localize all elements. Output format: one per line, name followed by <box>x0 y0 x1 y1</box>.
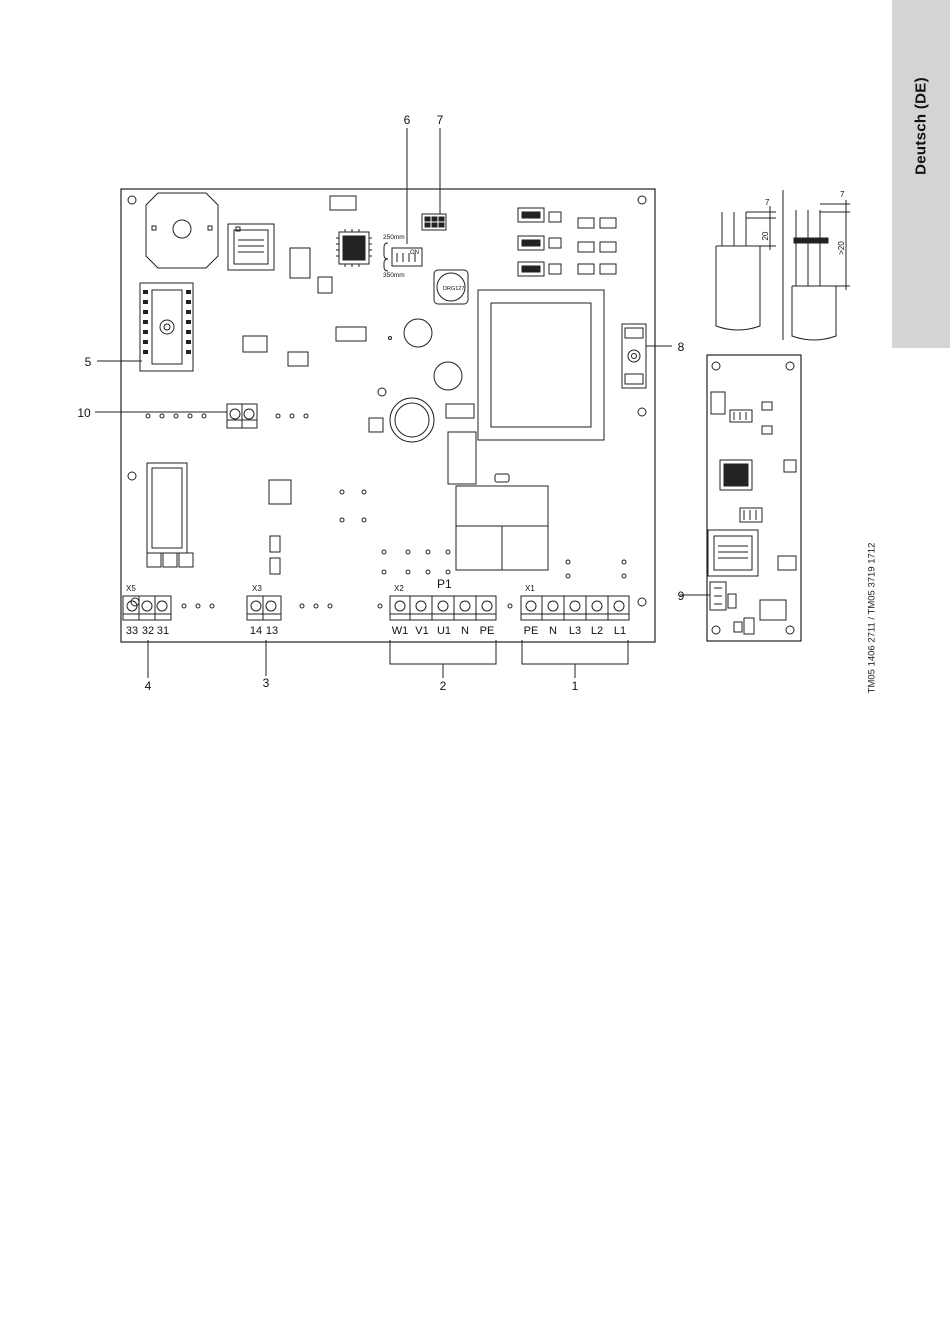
relay-module <box>140 283 193 371</box>
terminal-block-x3 <box>247 596 281 620</box>
expansion-module <box>680 355 801 641</box>
pin-label: L3 <box>569 625 581 637</box>
callout-3: 3 <box>263 676 270 690</box>
pin-label: W1 <box>392 625 409 637</box>
pin-label: V1 <box>415 625 428 637</box>
connector-8 <box>622 324 646 388</box>
wire-strip-detail <box>716 190 850 340</box>
callout-6: 6 <box>404 113 411 127</box>
terminal-block-x2 <box>390 596 496 620</box>
dim-strip-2: 7 <box>840 190 845 199</box>
callout-9: 9 <box>678 589 685 603</box>
callout-7: 7 <box>437 113 444 127</box>
relay-left <box>147 463 187 553</box>
potentiometer <box>146 193 218 268</box>
main-board <box>95 128 672 678</box>
callout-10: 10 <box>77 406 91 420</box>
pin-label: U1 <box>437 625 451 637</box>
dip-label-bottom: 350mm <box>383 272 405 279</box>
terminal-x2-group: P1 <box>437 577 452 591</box>
terminal-x1-id: X1 <box>525 584 535 593</box>
dim-insulation: 20 <box>761 231 770 240</box>
pin-label: N <box>461 625 469 637</box>
pin-label: L2 <box>591 625 603 637</box>
terminal-block-x5 <box>123 596 171 620</box>
rj45-connector <box>228 224 274 270</box>
terminal-x5-id: X5 <box>126 584 136 593</box>
terminal-x3-id: X3 <box>252 584 262 593</box>
dim-strip: 7 <box>765 198 770 207</box>
dip-on-label: ON <box>410 250 419 256</box>
pin-label: 32 <box>142 625 154 637</box>
terminal-x2-id: X2 <box>394 584 404 593</box>
pin-label: 14 <box>250 625 262 637</box>
terminal-block-x1 <box>521 596 629 620</box>
callout-8: 8 <box>678 340 685 354</box>
pin-label: 13 <box>266 625 278 637</box>
pin-label: PE <box>524 625 539 637</box>
pin-label: PE <box>480 625 495 637</box>
transformer <box>478 290 604 440</box>
callout-4: 4 <box>145 679 152 693</box>
callout-5: 5 <box>85 355 92 369</box>
module-rj45 <box>708 530 758 576</box>
callout-2: 2 <box>440 679 447 693</box>
dip-label-top: 250mm <box>383 234 405 241</box>
pin-label: 31 <box>157 625 169 637</box>
dim-insulation-2: >20 <box>837 241 846 255</box>
pin-label: N <box>549 625 557 637</box>
inductor-label: DRG127 <box>443 286 464 292</box>
pin-label: L1 <box>614 625 626 637</box>
pin-label: 33 <box>126 625 138 637</box>
callout-1: 1 <box>572 679 579 693</box>
